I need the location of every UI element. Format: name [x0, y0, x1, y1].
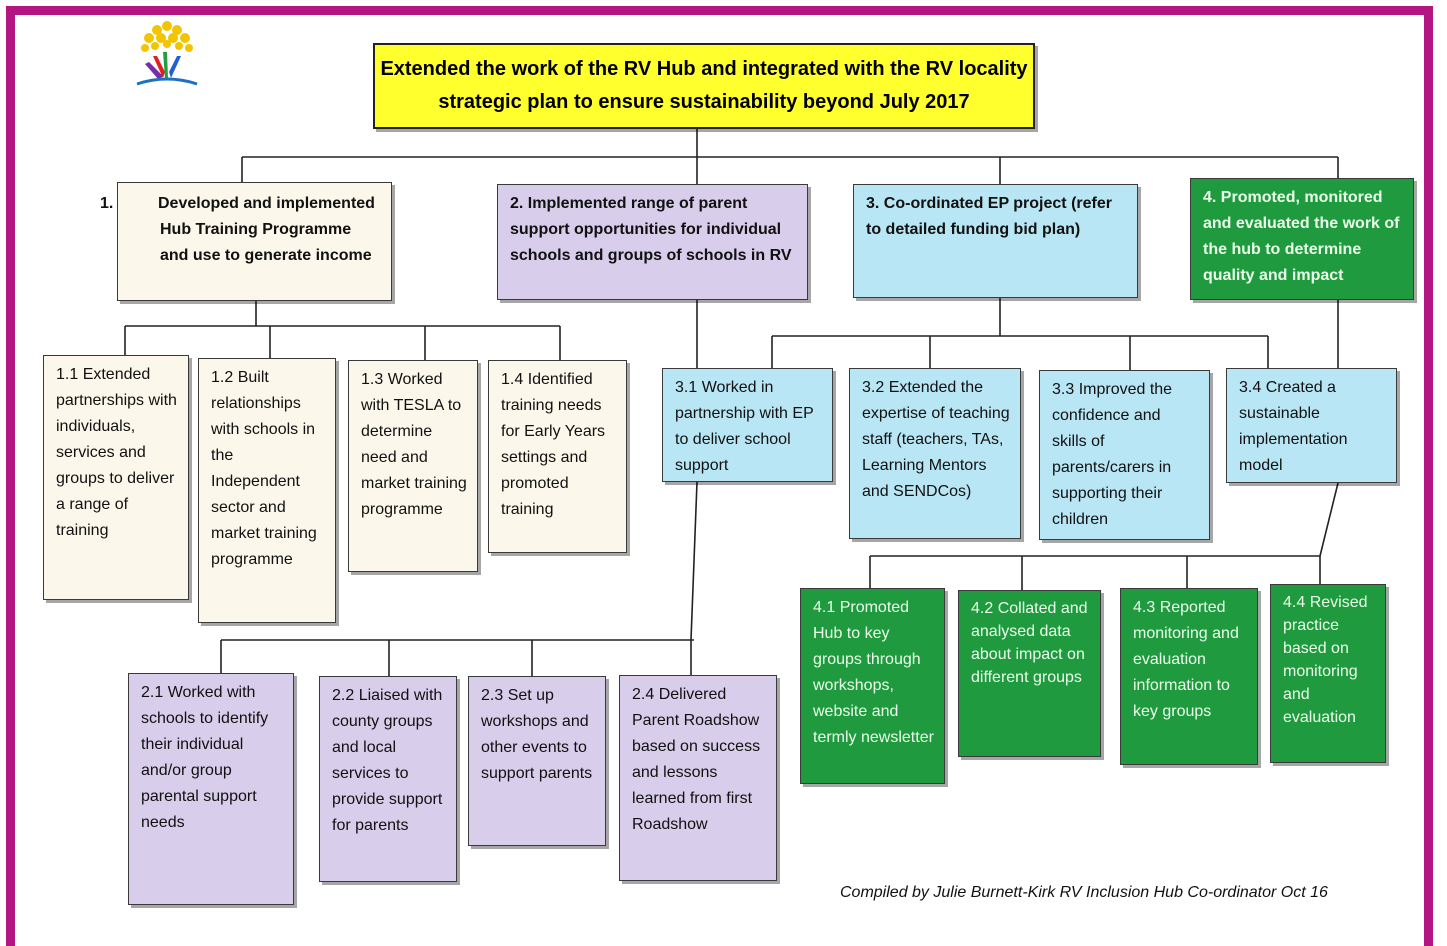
- item-2-4-box: 2.4 Delivered Parent Roadshow based on s…: [619, 675, 777, 881]
- strand-3-box: 3. Co-ordinated EP project (refer to det…: [853, 184, 1138, 298]
- item-3-1-box: 3.1 Worked in partnership with EP to del…: [662, 368, 833, 482]
- item-4-2-box: 4.2 Collated and analysed data about imp…: [958, 590, 1101, 757]
- item-1-4-box: 1.4 Identified training needs for Early …: [488, 360, 627, 553]
- strand-1-box: 1. Developed and implemented Hub Training…: [100, 182, 392, 301]
- strand-4-box: 4. Promoted, monitored and evaluated the…: [1190, 178, 1414, 300]
- item-2-2-box: 2.2 Liaised with county groups and local…: [319, 676, 457, 882]
- page-frame: [6, 6, 1433, 946]
- strand-1-number: 1.: [100, 195, 114, 212]
- tree-hands-logo-icon: [136, 21, 198, 86]
- compiled-by-footer: Compiled by Julie Burnett-Kirk RV Inclus…: [840, 884, 1328, 901]
- item-3-4-box: 3.4 Created a sustainable implementation…: [1226, 368, 1397, 483]
- goal-box: Extended the work of the RV Hub and inte…: [373, 43, 1035, 129]
- item-3-2-box: 3.2 Extended the expertise of teaching s…: [849, 368, 1021, 539]
- item-4-3-box: 4.3 Reported monitoring and evaluation i…: [1120, 588, 1258, 765]
- item-1-2-box: 1.2 Built relationships with schools in …: [198, 358, 336, 623]
- item-4-1-box: 4.1 Promoted Hub to key groups through w…: [800, 588, 945, 784]
- item-3-3-box: 3.3 Improved the confidence and skills o…: [1039, 370, 1210, 540]
- item-1-3-box: 1.3 Worked with TESLA to determine need …: [348, 360, 478, 572]
- item-2-1-box: 2.1 Worked with schools to identify thei…: [128, 673, 294, 905]
- item-1-1-box: 1.1 Extended partnerships with individua…: [43, 355, 189, 600]
- strand-2-box: 2. Implemented range of parent support o…: [497, 184, 808, 300]
- item-2-3-box: 2.3 Set up workshops and other events to…: [468, 676, 606, 846]
- strand-1-text: Developed and implemented Hub Training P…: [158, 195, 375, 264]
- item-4-4-box: 4.4 Revised practice based on monitoring…: [1270, 584, 1386, 763]
